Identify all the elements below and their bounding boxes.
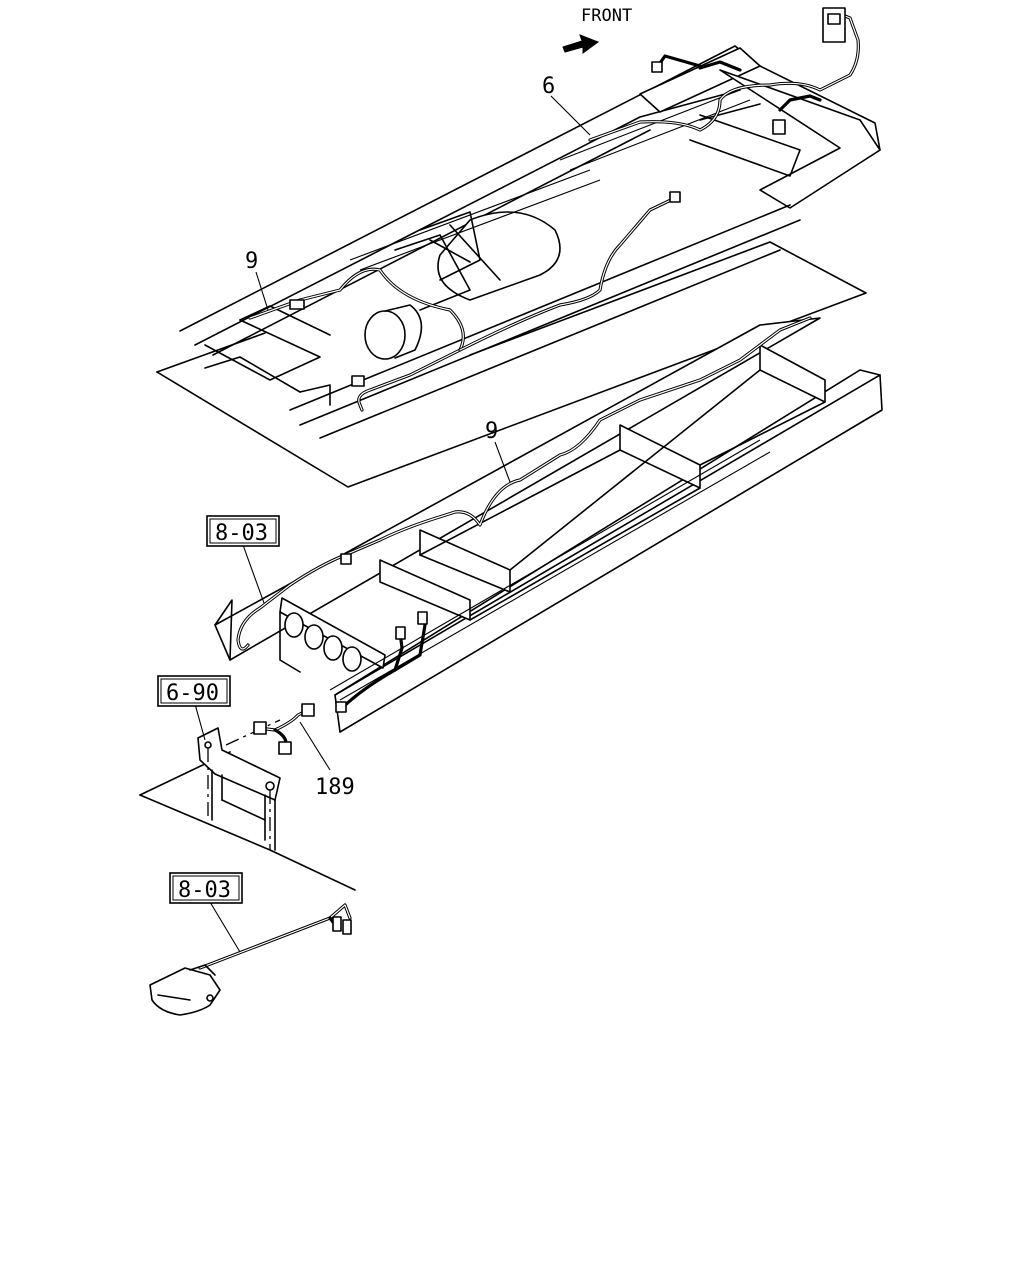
reference-box-8-03-middle: 8-03 bbox=[206, 515, 280, 547]
trailer-socket-icon bbox=[149, 967, 221, 1016]
leader-line-9-upper bbox=[255, 271, 269, 311]
connector-icon bbox=[395, 626, 406, 640]
leader-line-6 bbox=[550, 95, 591, 136]
lower-frame-assembly bbox=[214, 317, 883, 733]
connector-icon bbox=[335, 701, 347, 713]
connector-icon bbox=[772, 119, 786, 135]
leader-line-9-lower bbox=[494, 441, 511, 483]
leader-line-803-middle bbox=[242, 544, 265, 604]
callout-9-upper: 9 bbox=[245, 249, 258, 274]
connector-icon bbox=[417, 611, 428, 625]
reference-box-6-90: 6-90 bbox=[157, 675, 231, 707]
reference-label: 8-03 bbox=[178, 878, 231, 903]
reference-label: 6-90 bbox=[166, 681, 219, 706]
bracket-subassembly bbox=[139, 703, 356, 891]
trailer-socket-assembly bbox=[149, 903, 352, 1016]
upper-frame-assembly bbox=[156, 45, 881, 488]
front-direction-arrow-icon bbox=[562, 34, 600, 54]
leader-line-690 bbox=[194, 703, 206, 741]
reference-label: 8-03 bbox=[215, 521, 268, 546]
callout-189: 189 bbox=[315, 775, 355, 800]
reference-box-8-03-bottom: 8-03 bbox=[169, 872, 243, 904]
callout-9-lower: 9 bbox=[485, 419, 498, 444]
connector-icon bbox=[278, 741, 292, 755]
connector-icon bbox=[289, 299, 305, 310]
connector-icon bbox=[332, 916, 342, 932]
connector-icon bbox=[301, 703, 315, 717]
connector-icon bbox=[651, 61, 663, 73]
upper-wiring-harness bbox=[248, 7, 860, 412]
connector-icon bbox=[669, 191, 681, 203]
relay-connector-icon bbox=[822, 7, 846, 43]
lower-wiring-harness bbox=[236, 316, 812, 713]
leader-line-803-bottom bbox=[209, 901, 241, 953]
connector-icon bbox=[342, 919, 352, 935]
connector-icon bbox=[340, 553, 352, 565]
connector-icon bbox=[253, 721, 267, 735]
connector-icon bbox=[351, 375, 365, 387]
front-direction-label: FRONT bbox=[581, 6, 632, 26]
leader-line-189 bbox=[299, 721, 331, 771]
callout-6: 6 bbox=[542, 74, 555, 99]
